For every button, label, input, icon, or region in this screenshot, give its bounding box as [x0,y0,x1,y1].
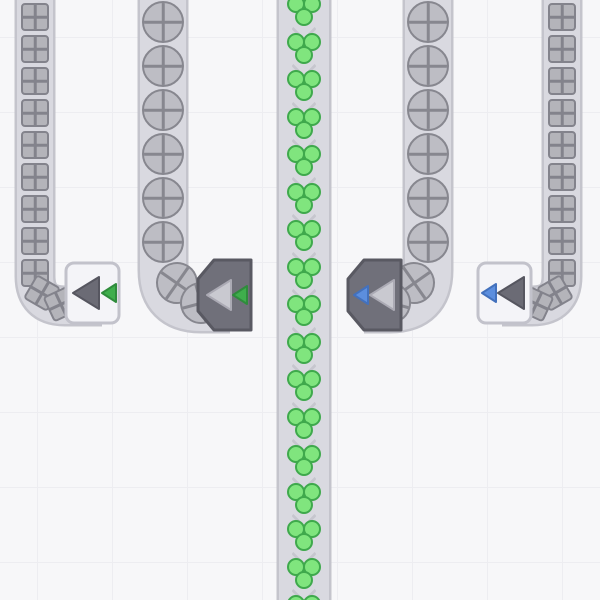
item-square [548,227,576,255]
green-orb [295,45,313,64]
arrow-left-icon [72,276,100,310]
green-orb [287,595,305,600]
green-orb [295,420,313,439]
item-square [548,35,576,63]
item-green-cluster [287,557,321,589]
filter-building-dark-green[interactable] [196,257,254,333]
item-green-cluster [287,332,321,364]
green-orb [295,158,313,176]
item-square [21,227,49,255]
green-orb [295,195,313,214]
item-square [21,131,49,159]
item-circle [142,89,184,131]
green-orb [295,533,313,551]
item-circle [142,133,184,175]
item-square [21,35,49,63]
green-orb [295,120,313,139]
item-circle [407,177,449,219]
green-orb [295,458,313,476]
item-circle [142,45,184,87]
item-square [21,163,49,191]
arrow-left-icon [481,283,497,303]
green-orb [295,270,313,289]
filter-building-light-green[interactable] [64,261,121,325]
item-square [21,99,49,127]
green-orb [303,595,321,600]
arrow-left-icon [497,276,525,310]
item-green-cluster [287,257,321,289]
item-circle [407,1,449,43]
item-green-cluster [287,520,321,551]
green-orb [295,345,313,364]
green-orb [295,308,313,326]
item-square [21,195,49,223]
filter-building-dark-blue[interactable] [346,257,404,333]
item-green-cluster [287,0,321,26]
item-square [548,3,576,31]
item-circle [142,177,184,219]
arrow-left-icon [369,279,395,311]
green-orb [295,495,313,514]
item-green-cluster [287,482,321,514]
item-square [548,67,576,95]
item-green-cluster [287,295,321,326]
item-green-cluster [287,220,321,251]
item-green-cluster [287,445,321,476]
item-green-cluster [287,407,321,439]
arrow-left-icon [353,285,369,305]
green-orb [295,8,313,26]
item-square [21,67,49,95]
item-green-cluster [287,595,321,600]
item-square [548,195,576,223]
green-orb [295,233,313,251]
item-circle [407,221,449,263]
item-circle [407,89,449,131]
item-green-cluster [287,70,321,101]
item-circle [407,133,449,175]
item-circle [142,1,184,43]
item-green-cluster [287,107,321,139]
filter-building-light-blue[interactable] [476,261,533,325]
item-square [548,163,576,191]
item-square [548,131,576,159]
item-green-cluster [287,182,321,214]
arrow-left-icon [101,283,117,303]
arrow-left-icon [232,285,248,305]
item-square [548,99,576,127]
item-green-cluster [287,32,321,64]
item-green-cluster [287,370,321,401]
item-circle [407,45,449,87]
green-orb [295,570,313,589]
item-circle [142,221,184,263]
green-orb [295,383,313,401]
item-green-cluster [287,145,321,176]
arrow-left-icon [206,279,232,311]
item-square [21,3,49,31]
green-orb [295,83,313,101]
